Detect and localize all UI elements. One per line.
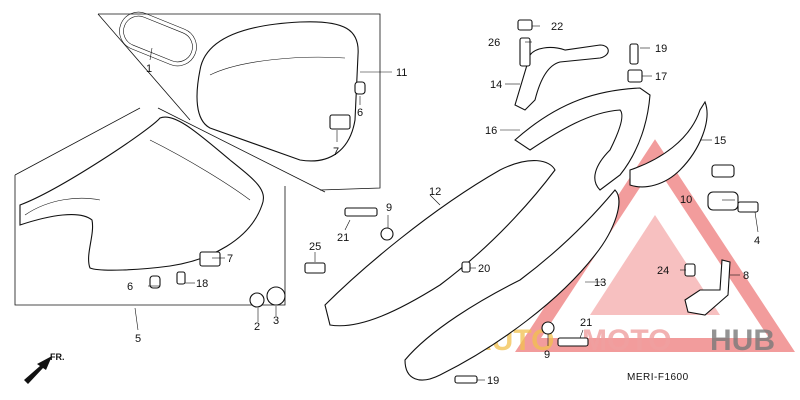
fasteners [249, 19, 696, 384]
front-seat [19, 116, 264, 271]
callout-19-upper: 19 [655, 43, 667, 55]
callout-5: 5 [135, 333, 141, 345]
diagram-code: MERI-F1600 [627, 372, 689, 383]
callout-24: 24 [657, 265, 669, 277]
callout-15: 15 [714, 135, 726, 147]
callout-19-lower: 19 [487, 375, 499, 387]
callout-13: 13 [594, 277, 606, 289]
callout-3: 3 [273, 315, 279, 327]
callout-20: 20 [478, 263, 490, 275]
callout-1: 1 [146, 63, 152, 75]
leader-lines [134, 25, 759, 381]
callout-2: 2 [254, 321, 260, 333]
bolt-18 [176, 271, 186, 285]
callout-22: 22 [551, 21, 563, 33]
callout-8: 8 [743, 270, 749, 282]
callout-labels: 1 11 6 7 7 6 18 5 26 22 14 16 19 17 15 1… [127, 21, 760, 387]
callout-7-lower: 7 [227, 253, 233, 265]
rear-seat [196, 21, 359, 162]
seat-group-frame [14, 13, 381, 306]
side-cowl-left [324, 159, 556, 327]
callout-6-lower: 6 [127, 281, 133, 293]
callout-9-lower: 9 [544, 349, 550, 361]
callout-9-upper: 9 [386, 202, 392, 214]
front-direction-label: FR. [50, 352, 65, 362]
callout-7-upper: 7 [333, 146, 339, 158]
callout-21-upper: 21 [337, 232, 349, 244]
callout-12: 12 [429, 186, 441, 198]
key [711, 164, 735, 178]
callout-6-upper: 6 [357, 107, 363, 119]
callout-25: 25 [309, 241, 321, 253]
watermark-text-hub: HUB [710, 324, 775, 357]
cushion-6-upper [354, 81, 366, 95]
grab-rail [514, 44, 609, 111]
lock-cable-4 [737, 201, 759, 213]
rear-frame [514, 87, 651, 191]
callout-21-lower: 21 [580, 317, 592, 329]
seat-lock [684, 164, 759, 316]
side-cowl-right [404, 189, 620, 381]
callout-14: 14 [490, 79, 502, 91]
lock-bracket-8 [684, 259, 731, 316]
callout-26: 26 [488, 37, 500, 49]
cushion-6-lower [149, 275, 161, 289]
callout-16: 16 [485, 125, 497, 137]
seal-ring [119, 11, 197, 67]
watermark-text-moto: MOTO [582, 324, 671, 357]
seat-hardware [149, 81, 366, 289]
callout-4: 4 [754, 235, 760, 247]
clip-7-upper [329, 114, 351, 130]
front-direction-arrow: FR. [24, 352, 65, 384]
callout-18: 18 [196, 278, 208, 290]
callout-10: 10 [680, 194, 692, 206]
grab-handle [629, 100, 708, 188]
callout-11: 11 [396, 67, 407, 79]
callout-17: 17 [655, 71, 667, 83]
clip-7-lower [199, 251, 221, 267]
